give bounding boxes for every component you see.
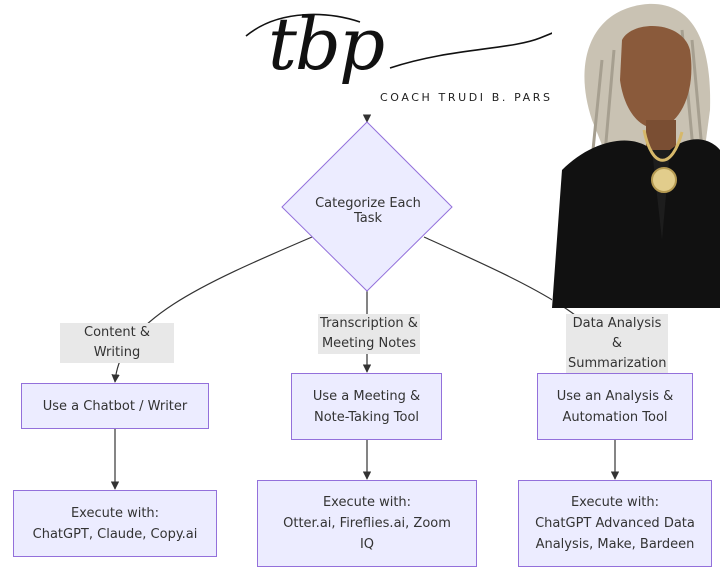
execute-node-line: ChatGPT Advanced Data: [535, 516, 695, 531]
step-node-text: Use an Analysis & Automation Tool: [557, 386, 674, 428]
edge-label-line: Summarization: [568, 356, 667, 371]
execute-node-line: Execute with:: [70, 505, 160, 521]
step-node-analysis-tool: Use an Analysis & Automation Tool: [537, 373, 693, 440]
step-node-chatbot-writer: Use a Chatbot / Writer: [21, 383, 209, 429]
execute-node-transcription: Execute with: Otter.ai, Fireflies.ai, Zo…: [257, 480, 477, 567]
step-node-line: Use an Analysis &: [556, 388, 674, 404]
step-node-text: Use a Chatbot / Writer: [42, 398, 188, 414]
step-node-line: Automation Tool: [562, 409, 668, 425]
execute-node-line: Analysis, Make, Bardeen: [535, 537, 695, 552]
execute-node-text: Execute with: Otter.ai, Fireflies.ai, Zo…: [283, 492, 451, 555]
logo-monogram: tbp: [268, 2, 385, 86]
step-node-text: Use a Meeting & Note-Taking Tool: [313, 386, 420, 428]
root-decision-label: Categorize Each Task: [315, 196, 421, 226]
coach-portrait-photo: [552, 0, 720, 308]
execute-node-line: IQ: [359, 537, 375, 552]
execute-node-line: ChatGPT, Claude, Copy.ai: [32, 526, 198, 542]
edge-label-line: Transcription &: [320, 316, 418, 331]
edge-label-data-analysis: Data Analysis & Summarization: [566, 314, 668, 374]
step-node-line: Use a Meeting &: [312, 388, 421, 404]
edge-label-line: Meeting Notes: [321, 336, 417, 351]
execute-node-content: Execute with: ChatGPT, Claude, Copy.ai: [13, 490, 217, 557]
execute-node-line: Otter.ai, Fireflies.ai, Zoom: [283, 516, 451, 531]
step-node-meeting-tool: Use a Meeting & Note-Taking Tool: [291, 373, 442, 440]
logo-tagline: COACH TRUDI B. PARSON: [380, 91, 575, 104]
root-diamond: [281, 121, 453, 292]
edge-label-content-writing: Content & Writing: [60, 323, 174, 363]
edge-label-transcription: Transcription & Meeting Notes: [318, 314, 420, 354]
edge-label-line: Data Analysis &: [572, 316, 662, 351]
step-node-line: Note-Taking Tool: [313, 409, 420, 425]
execute-node-data-analysis: Execute with: ChatGPT Advanced Data Anal…: [518, 480, 712, 567]
logo-flourish: [245, 13, 597, 69]
execute-node-line: Execute with:: [322, 495, 412, 510]
execute-node-line: Execute with:: [570, 495, 660, 510]
execute-node-text: Execute with: ChatGPT, Claude, Copy.ai: [33, 503, 198, 545]
execute-node-text: Execute with: ChatGPT Advanced Data Anal…: [535, 492, 695, 555]
